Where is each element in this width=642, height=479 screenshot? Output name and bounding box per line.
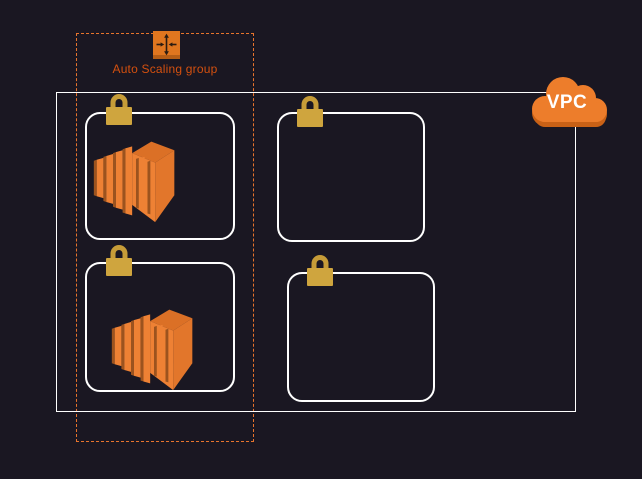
- auto-scaling-group-label: Auto Scaling group: [112, 62, 218, 76]
- lock-icon: [104, 90, 134, 126]
- vpc-boundary: [56, 92, 576, 412]
- security-group-bottom-right: [287, 272, 435, 402]
- auto-scaling-icon: [153, 31, 180, 59]
- security-group-bottom-left: [85, 262, 235, 392]
- vpc-cloud-icon: [530, 72, 610, 132]
- lock-icon: [295, 92, 325, 128]
- ec2-instances-icon: [111, 300, 197, 392]
- lock-icon: [104, 241, 134, 277]
- security-group-top-right: [277, 112, 425, 242]
- vpc-label: VPC: [546, 92, 588, 113]
- lock-icon: [305, 251, 335, 287]
- ec2-instances-icon: [93, 132, 179, 224]
- security-group-top-left: [85, 112, 235, 240]
